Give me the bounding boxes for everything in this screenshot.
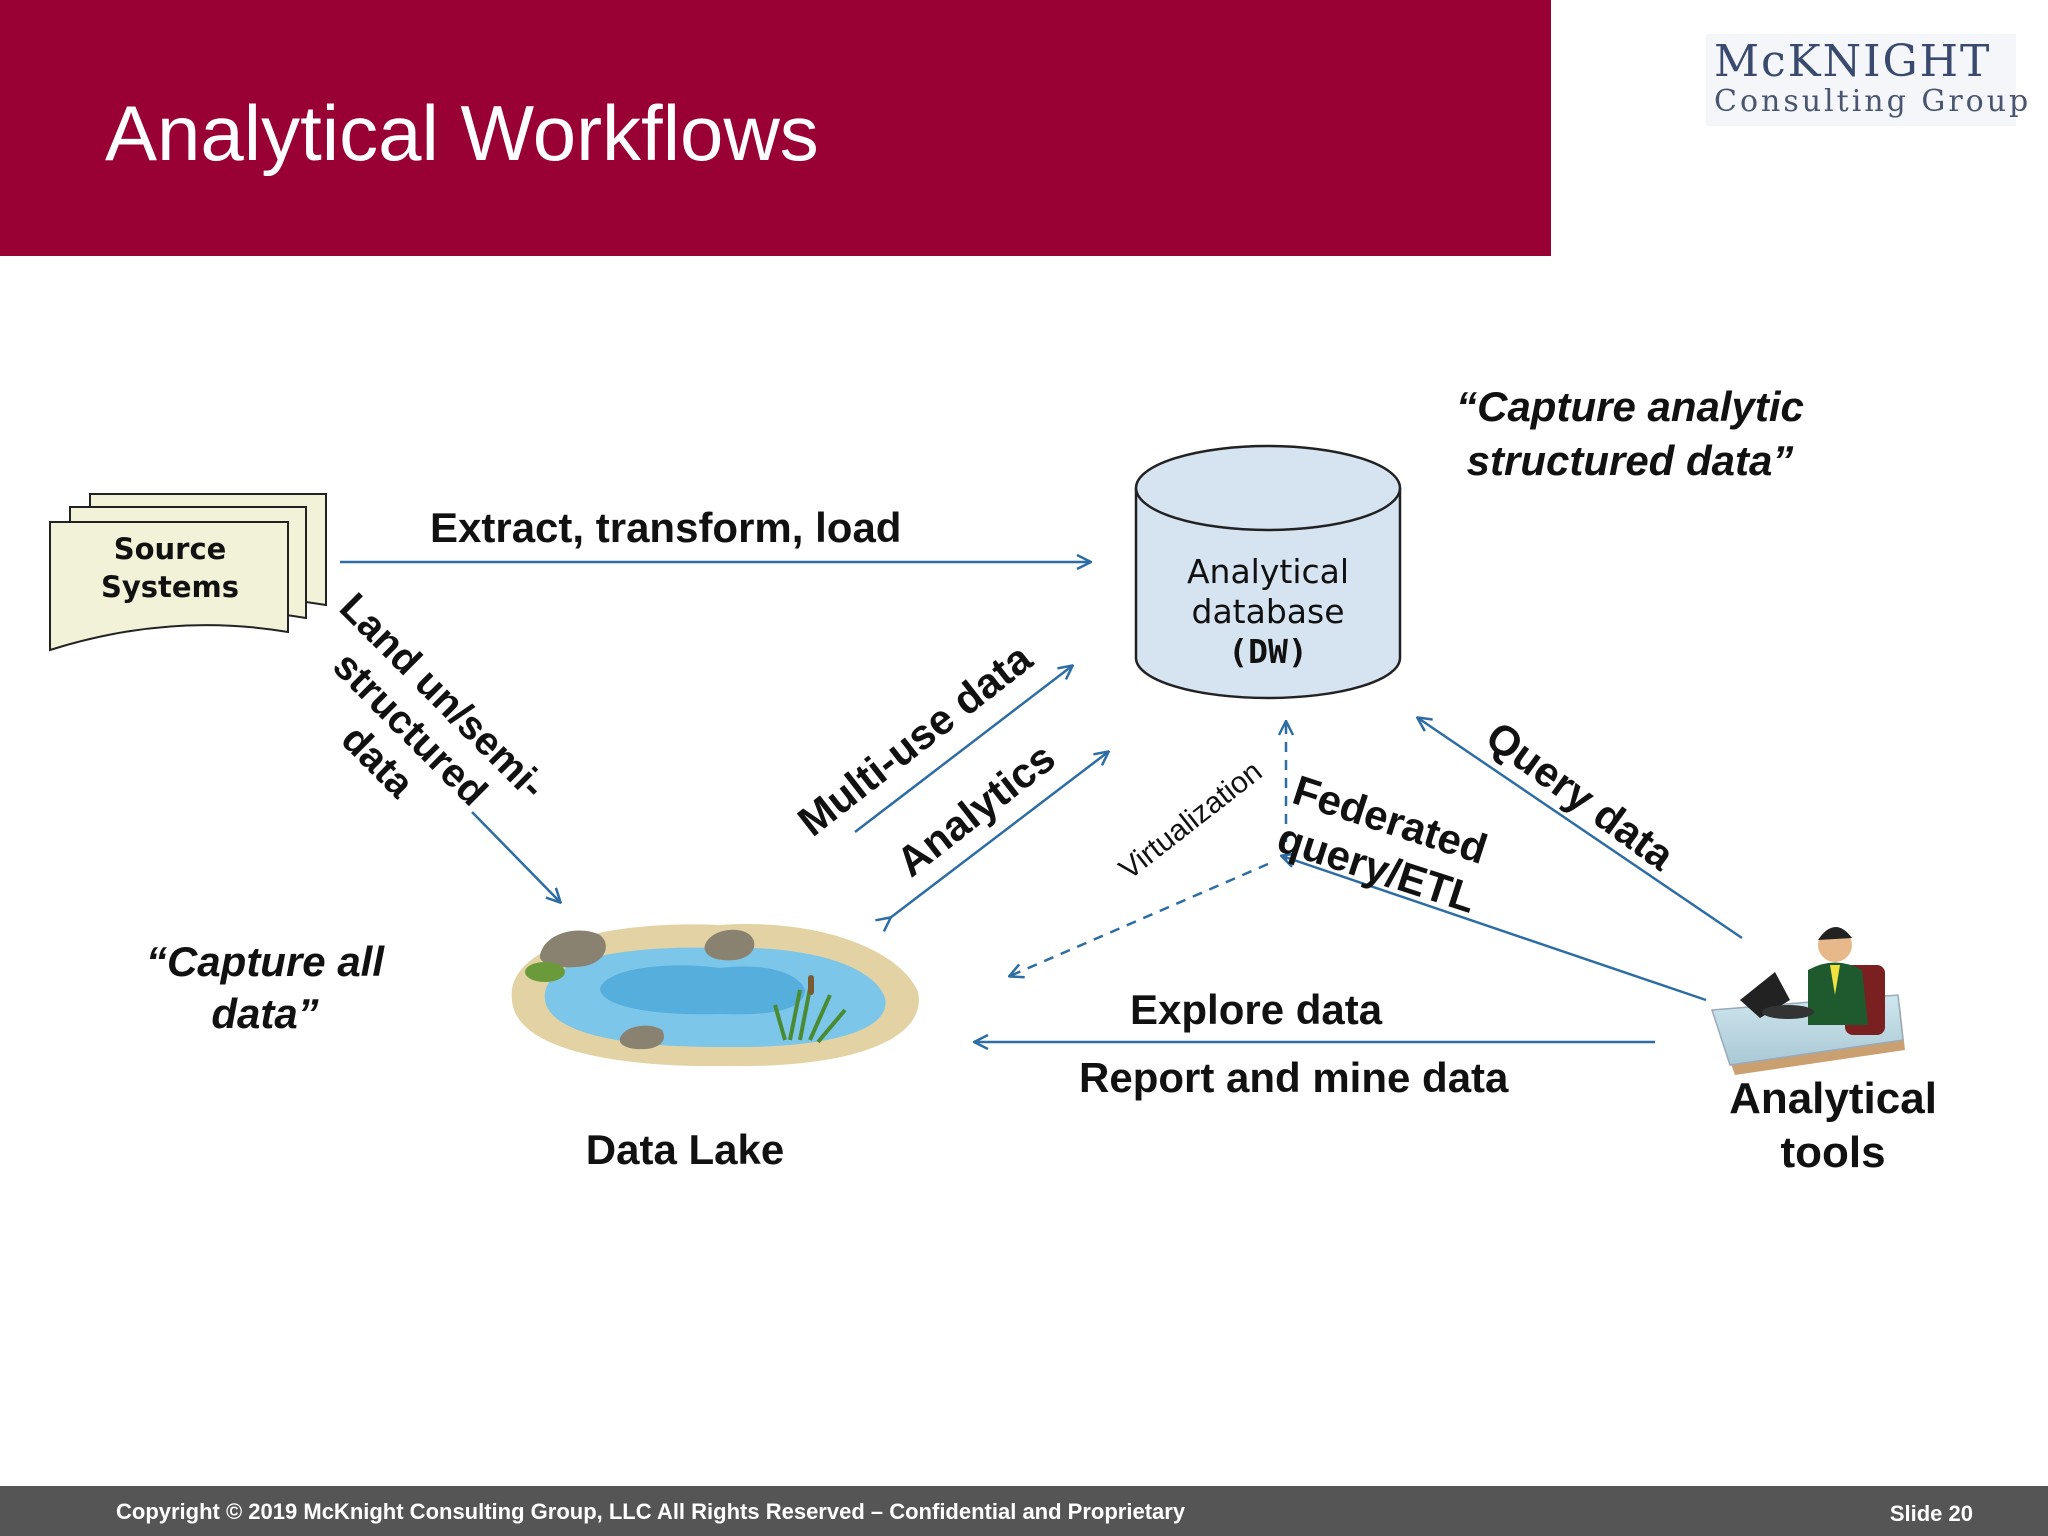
analyst-at-desk-icon — [1710, 926, 1905, 1075]
query-arrow — [1418, 718, 1743, 940]
explore-label: Explore data — [1130, 986, 1383, 1033]
capture-analytic-line-2: structured data” — [1466, 437, 1794, 484]
footer-bar: Copyright © 2019 McKnight Consulting Gro… — [0, 1486, 2048, 1536]
source-systems-line-1: Source — [113, 532, 227, 566]
capture-analytic-line-1: “Capture analytic — [1456, 383, 1804, 430]
federated-arrow — [1282, 856, 1707, 1002]
footer-copyright: Copyright © 2019 McKnight Consulting Gro… — [116, 1499, 1186, 1524]
source-systems-icon — [49, 493, 327, 652]
analytical-tools-line-1: Analytical — [1729, 1074, 1937, 1123]
logo-line-2: Consulting Group — [1714, 84, 2032, 119]
title-banner: Analytical Workflows — [0, 0, 1551, 256]
slide-title: Analytical Workflows — [105, 89, 819, 177]
analytical-db-line-3: (DW) — [1228, 632, 1308, 671]
source-systems-label: Source Systems — [82, 530, 258, 606]
capture-analytic-quote: “Capture analytic structured data” — [1420, 380, 1840, 488]
analytics-arrow — [890, 752, 1108, 918]
capture-all-line-2: data” — [211, 990, 319, 1037]
source-systems-line-2: Systems — [100, 570, 240, 604]
logo-line-1: McKNIGHT — [1714, 36, 1992, 87]
analytical-db-line-2: database — [1191, 592, 1345, 631]
analytical-tools-label: Analytical tools — [1700, 1072, 1966, 1180]
etl-label: Extract, transform, load — [430, 504, 902, 551]
analytical-db-line-1: Analytical — [1186, 552, 1350, 591]
analytical-tools-line-2: tools — [1780, 1128, 1886, 1177]
virtualization-left-arrow — [1010, 862, 1269, 976]
data-lake-pond-icon — [511, 924, 919, 1067]
land-arrow — [471, 811, 560, 902]
capture-all-quote: “Capture all data” — [110, 936, 420, 1040]
database-cylinder-icon — [1134, 444, 1402, 700]
report-label: Report and mine data — [1079, 1054, 1509, 1101]
capture-all-line-1: “Capture all — [145, 938, 385, 985]
footer-slide-number: Slide 20 — [1889, 1501, 1973, 1526]
analytical-db-label: Analytical database (DW) — [1148, 552, 1388, 672]
data-lake-label: Data Lake — [585, 1126, 785, 1173]
company-logo: McKNIGHT Consulting Group — [1706, 34, 2028, 126]
